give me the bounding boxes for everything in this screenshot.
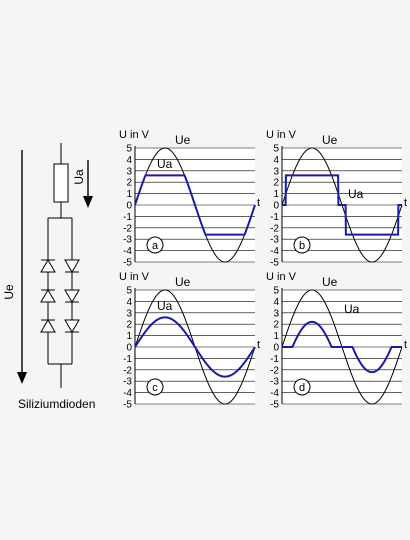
series-label-ua: Ua (157, 157, 173, 171)
y-tick-label: -4 (270, 388, 279, 399)
y-tick-label: -1 (270, 212, 279, 223)
y-axis-label: U in V (266, 129, 297, 141)
panel-marker-circle (293, 378, 311, 396)
y-tick-label: -4 (123, 388, 132, 399)
diode-up (40, 259, 56, 273)
x-axis-label: t (404, 339, 407, 351)
series-label-ue: Ue (322, 133, 338, 147)
y-tick-label: -1 (123, 212, 132, 223)
ua-arrow-head (83, 196, 93, 208)
series-label-ue: Ue (175, 133, 191, 147)
y-tick-label: 5 (126, 144, 132, 155)
diode-up (40, 319, 56, 333)
y-tick-label: 3 (126, 166, 132, 177)
y-tick-label: -2 (123, 365, 132, 376)
x-axis-label: t (257, 339, 260, 351)
series-line-ua (134, 316, 256, 378)
series-line-ua (282, 320, 402, 374)
y-tick-label: 1 (126, 331, 132, 342)
y-tick-label: -5 (123, 400, 132, 411)
y-tick-label: 1 (273, 189, 279, 200)
diode-down (64, 259, 80, 273)
y-tick-label: 5 (273, 286, 279, 297)
resistor (53, 163, 69, 203)
series-label-ua: Ua (157, 299, 173, 313)
ue-label: Ue (2, 284, 16, 300)
y-tick-label: 1 (273, 331, 279, 342)
y-tick-label: 1 (126, 189, 132, 200)
series-label-ua: Ua (344, 302, 360, 316)
series-label-ua: Ua (348, 187, 364, 201)
diode-down (64, 289, 80, 303)
x-axis-label: t (257, 197, 260, 209)
panel-marker-label: b (299, 240, 305, 252)
y-tick-label: 2 (126, 320, 132, 331)
diode-down (64, 319, 80, 333)
y-tick-label: 0 (273, 201, 279, 212)
series-line-ua (134, 174, 256, 236)
y-tick-label: 4 (273, 155, 279, 166)
y-tick-label: 3 (273, 308, 279, 319)
y-tick-label: -5 (123, 258, 132, 269)
y-tick-label: 3 (126, 308, 132, 319)
y-tick-label: 4 (126, 155, 132, 166)
ua-label: Ua (72, 169, 86, 185)
y-tick-label: 2 (126, 178, 132, 189)
y-axis-label: U in V (266, 271, 297, 283)
y-tick-label: 0 (126, 343, 132, 354)
y-tick-label: -5 (270, 400, 279, 411)
panel-marker-label: c (152, 382, 158, 394)
circuit-schematic: Ue Ua (2, 143, 95, 411)
y-tick-label: 2 (273, 320, 279, 331)
panel-marker-circle (293, 236, 311, 254)
y-tick-label: -1 (270, 354, 279, 365)
y-tick-label: 0 (273, 343, 279, 354)
circuit-caption: Siliziumdioden (18, 397, 95, 411)
panel-marker-label: d (299, 382, 305, 394)
diode-up (40, 289, 56, 303)
y-tick-label: -4 (270, 246, 279, 257)
x-axis-label: t (404, 197, 407, 209)
y-tick-label: -3 (123, 235, 132, 246)
y-tick-label: -2 (123, 223, 132, 234)
y-tick-label: 4 (126, 297, 132, 308)
y-tick-label: -4 (123, 246, 132, 257)
y-tick-label: -3 (270, 377, 279, 388)
y-tick-label: -3 (270, 235, 279, 246)
series-line-ua (282, 174, 402, 236)
y-axis-label: U in V (119, 271, 150, 283)
y-tick-label: 4 (273, 297, 279, 308)
y-tick-label: 3 (273, 166, 279, 177)
panel-marker-circle (146, 378, 164, 396)
ue-arrow-head (17, 372, 27, 384)
series-label-ue: Ue (175, 275, 191, 289)
y-tick-label: -3 (123, 377, 132, 388)
series-label-ue: Ue (322, 275, 338, 289)
panel-marker-label: a (152, 240, 159, 252)
panel-marker-circle (146, 236, 164, 254)
y-tick-label: -5 (270, 258, 279, 269)
y-tick-label: -2 (270, 223, 279, 234)
y-tick-label: 5 (273, 144, 279, 155)
y-axis-label: U in V (119, 129, 150, 141)
y-tick-label: 5 (126, 286, 132, 297)
y-tick-label: -2 (270, 365, 279, 376)
y-tick-label: -1 (123, 354, 132, 365)
y-tick-label: 0 (126, 201, 132, 212)
y-tick-label: 2 (273, 178, 279, 189)
